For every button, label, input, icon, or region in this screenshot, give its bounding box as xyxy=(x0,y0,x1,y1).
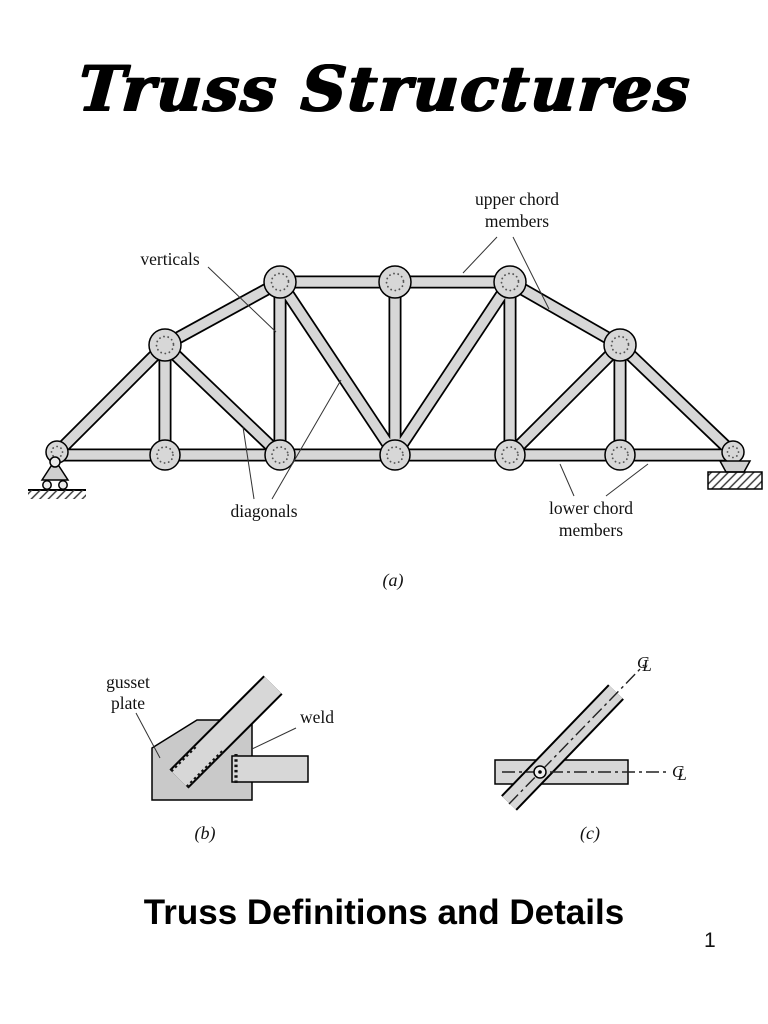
label-verticals: verticals xyxy=(140,249,199,269)
diagonal-member-bar xyxy=(502,685,623,810)
label-lower-chord-line2: members xyxy=(559,520,623,540)
leader-lines xyxy=(207,236,649,500)
page-title: Truss Structures xyxy=(75,52,693,125)
left-support-pin xyxy=(28,456,86,499)
section-heading: Truss Definitions and Details xyxy=(143,893,625,932)
figure-b: gusset plate weld (b) xyxy=(106,672,334,844)
page-number: 1 xyxy=(704,929,716,952)
diagonal-centerline xyxy=(508,664,645,805)
label-upper-chord-line1: upper chord xyxy=(475,189,559,209)
label-gusset-line1: gusset xyxy=(106,672,150,692)
leader-weld xyxy=(251,727,297,750)
leader-gusset-plate xyxy=(135,712,161,759)
bolt-center-dot xyxy=(538,770,542,774)
centerline-symbol-right: CL xyxy=(672,762,687,784)
gusset-plates xyxy=(45,265,745,471)
caption-c: (c) xyxy=(580,823,600,844)
truss-members xyxy=(55,282,735,455)
label-weld: weld xyxy=(300,707,334,727)
centerline-symbol-top: CL xyxy=(637,653,652,675)
right-support xyxy=(707,460,763,490)
caption-b: (b) xyxy=(195,823,216,844)
diagonal-member-bar xyxy=(170,676,282,788)
detail-figures: gusset plate weld (b) CL CL (c) xyxy=(106,653,687,844)
horizontal-member-bar xyxy=(231,755,309,783)
label-diagonals: diagonals xyxy=(230,501,297,521)
label-gusset-line2: plate xyxy=(111,693,145,713)
weld-marks xyxy=(169,743,238,789)
truss-figure: verticals upper chord members diagonals … xyxy=(28,189,763,591)
label-upper-chord-line2: members xyxy=(485,211,549,231)
caption-a: (a) xyxy=(383,570,404,591)
label-lower-chord-line1: lower chord xyxy=(549,498,633,518)
figure-c: CL CL (c) xyxy=(494,653,687,844)
